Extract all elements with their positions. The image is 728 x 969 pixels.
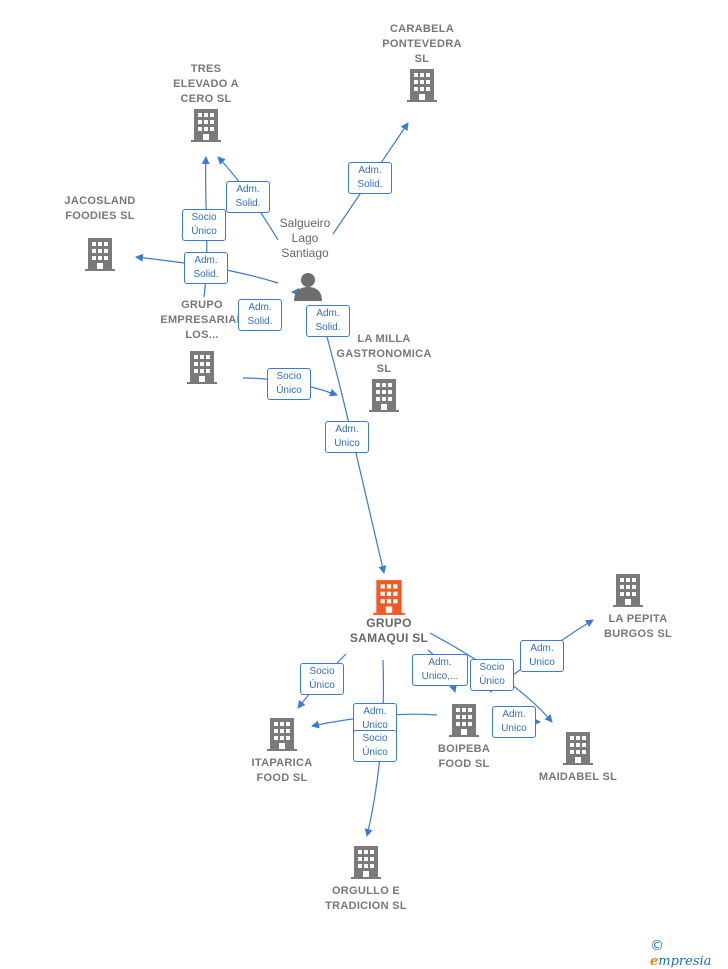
relation-tag[interactable]: Adm. Unico,... (412, 654, 468, 686)
building-icon (187, 351, 217, 384)
company-label: JACOSLAND FOODIES SL (64, 195, 136, 222)
company-label: TRES ELEVADO A CERO SL (173, 63, 239, 105)
building-icon (351, 846, 381, 879)
company-label: ITAPARICA FOOD SL (251, 757, 313, 784)
relation-tag[interactable]: Socio Único (182, 209, 226, 241)
company-label: CARABELA PONTEVEDRA SL (382, 23, 462, 65)
company-maidabel[interactable]: MAIDABEL SL (518, 730, 638, 785)
relation-tag[interactable]: Adm. Solid. (306, 305, 350, 337)
relation-tag[interactable]: Socio Único (470, 659, 514, 691)
building-icon (369, 379, 399, 412)
person-icon[interactable] (292, 270, 324, 302)
company-label: LA MILLA GASTRONOMICA SL (336, 333, 432, 375)
relation-tag[interactable]: Socio Único (353, 730, 397, 762)
relation-tag[interactable]: Socio Único (267, 368, 311, 400)
copyright-icon: © (650, 938, 664, 954)
company-grupoemp[interactable]: GRUPO EMPRESARIAL LOS... (142, 298, 262, 385)
relation-tag[interactable]: Adm. Solid. (238, 299, 282, 331)
company-orgullo[interactable]: ORGULLO E TRADICION SL (306, 844, 426, 914)
brand-rest: mpresia (658, 954, 712, 969)
company-lamilla[interactable]: LA MILLA GASTRONOMICA SL (324, 332, 444, 413)
company-label: MAIDABEL SL (538, 771, 618, 783)
relation-tag[interactable]: Adm. Solid. (348, 162, 392, 194)
relation-tag[interactable]: Socio Único (300, 663, 344, 695)
building-icon (613, 574, 643, 607)
building-icon (449, 704, 479, 737)
company-itaparica[interactable]: ITAPARICA FOOD SL (222, 716, 342, 786)
building-icon (267, 718, 297, 751)
company-label: GRUPO EMPRESARIAL LOS... (160, 299, 244, 341)
company-jacosland[interactable]: JACOSLAND FOODIES SL (40, 194, 160, 272)
building-icon (191, 109, 221, 142)
company-label: ORGULLO E TRADICION SL (325, 885, 407, 912)
building-icon (407, 69, 437, 102)
brand-logo: © empresia (650, 938, 728, 969)
company-center[interactable]: GRUPO SAMAQUI SL (329, 578, 449, 646)
building-icon-main (373, 580, 405, 615)
company-label: LA PEPITA BURGOS SL (603, 613, 673, 640)
company-boipeba[interactable]: BOIPEBA FOOD SL (404, 702, 524, 772)
relation-tag[interactable]: Adm. Solid. (184, 252, 228, 284)
relation-tag[interactable]: Adm. Unico (325, 421, 369, 453)
relation-tag[interactable]: Adm. Solid. (226, 181, 270, 213)
building-icon (563, 732, 593, 765)
building-icon (85, 238, 115, 271)
person-label: Salgueiro Lago Santiago (279, 216, 331, 260)
relation-tag[interactable]: Adm. Unico (492, 706, 536, 738)
company-lapepita[interactable]: LA PEPITA BURGOS SL (568, 572, 688, 642)
company-label: GRUPO SAMAQUI SL (349, 616, 429, 645)
company-tres[interactable]: TRES ELEVADO A CERO SL (146, 62, 266, 143)
company-carabela[interactable]: CARABELA PONTEVEDRA SL (362, 22, 482, 103)
relation-tag[interactable]: Adm. Unico (520, 640, 564, 672)
company-label: BOIPEBA FOOD SL (437, 743, 491, 770)
